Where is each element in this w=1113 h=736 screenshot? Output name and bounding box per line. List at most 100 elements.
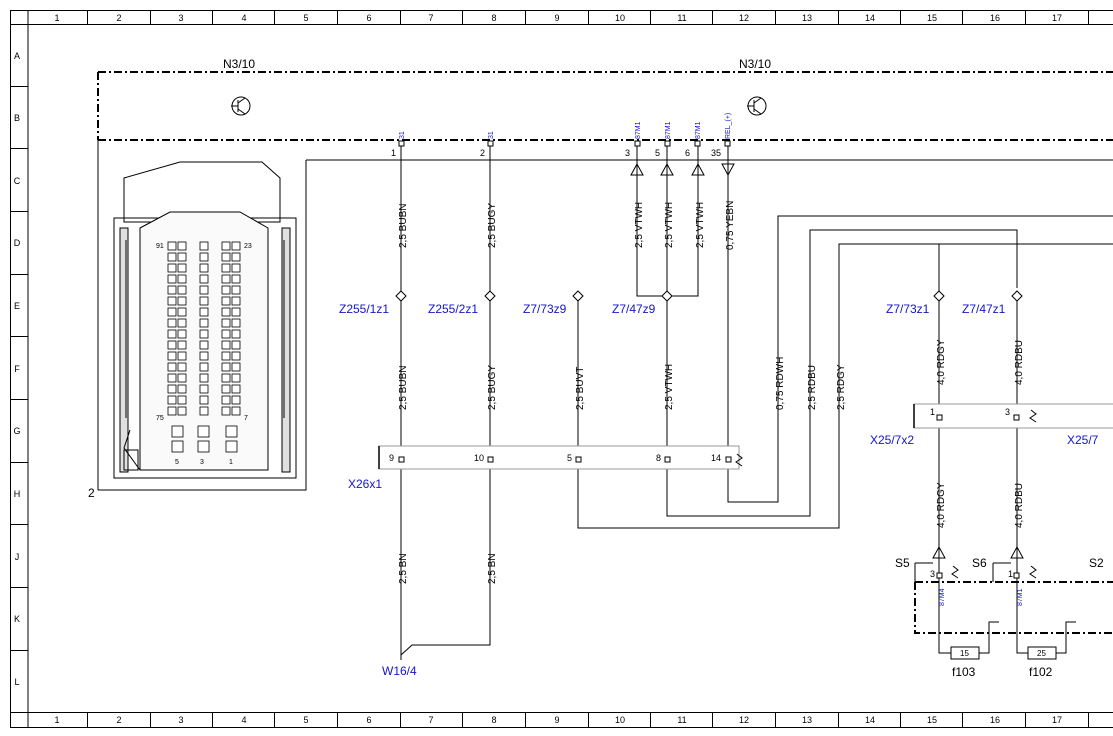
col-label: 2 [116,13,121,23]
col-label: 15 [927,715,937,725]
pin-number: 1 [930,407,935,417]
col-label: 13 [802,715,812,725]
fuse-label: f103 [952,665,976,679]
terminal-name: 31 [488,131,495,139]
col-label: 8 [491,715,496,725]
connector-pin [221,384,231,394]
wire-label: 2,5 VTWH [695,202,706,248]
connector-x26x1: 9 10 5 8 14 [378,445,743,470]
terminal-number: 2 [480,148,485,158]
row-label: K [14,614,20,624]
connector-pin [231,241,241,251]
module-label-right: N3/10 [739,57,771,71]
module-terminals: 1 2 3 5 6 35 31 31 87M1 87M1 87M1 REL_(+… [391,113,732,158]
pin-label: 5 [175,459,179,466]
wire-label: 4,0 RDGY [936,339,947,385]
connector-pin [167,318,177,328]
connector-pin [167,285,177,295]
wire-label: 4,0 RDBU [1014,483,1025,528]
pin-label: 91 [156,243,164,250]
pin-label: 7 [244,415,248,422]
col-label: 10 [615,13,625,23]
pin-label: 75 [156,415,164,422]
connector-pin [221,274,231,284]
col-label: 7 [428,715,433,725]
connector-pin [199,406,209,416]
connector-pin [177,307,187,317]
wire-label: 4,0 RDBU [1014,340,1025,385]
connector-pin [197,440,210,453]
connector-pin [177,285,187,295]
connector-pin [199,384,209,394]
row-label: J [15,552,20,562]
terminal-name: 87M4 [939,588,946,606]
connector-pin [177,296,187,306]
col-label: 13 [802,13,812,23]
col-label: 12 [739,715,749,725]
pin-number: 8 [656,453,661,463]
module-label-left: N3/10 [223,57,255,71]
fuse-f103: 15 f103 [938,621,999,679]
row-label: F [14,364,20,374]
connector-pin [199,318,209,328]
col-label: 11 [677,715,686,725]
col-label: 4 [241,13,246,23]
connector-pin [199,395,209,405]
connector-pin [231,263,241,273]
pin-number: 14 [711,453,721,463]
col-label: 15 [927,13,937,23]
connector-pin [221,340,231,350]
relay-label-s2: S2 [1089,556,1104,570]
connector-pin [225,425,238,438]
connector-pin [221,318,231,328]
wire-label: 2,5 BN [487,553,498,584]
connector-pin [199,263,209,273]
fuse-value: 25 [1037,649,1046,658]
col-label: 2 [116,715,121,725]
splice-label: Z7/73z1 [886,302,930,316]
connector-pin-grid [167,241,241,453]
connector-pin [177,351,187,361]
col-label: 9 [554,715,559,725]
row-grid: A B C D E F G H J K L [10,51,28,687]
wire-label: 4,0 RDGY [936,482,947,528]
col-label: 6 [366,13,371,23]
connector-pin [231,285,241,295]
terminal-number: 35 [711,148,721,158]
connector-pin [231,296,241,306]
connector-pin [221,373,231,383]
connector-pin [221,285,231,295]
connector-pin [231,329,241,339]
row-label: L [14,677,19,687]
pin-number: 3 [930,569,935,579]
splice-label: Z7/47z9 [612,302,656,316]
splice-label: Z255/1z1 [339,302,389,316]
pin-number: 9 [389,453,394,463]
row-label: H [14,489,21,499]
pin-label: 1 [229,459,233,466]
col-label: 8 [491,13,496,23]
row-label: B [14,113,20,123]
connector-pin [177,318,187,328]
splice-label: Z7/47z1 [962,302,1006,316]
connector-pin [199,329,209,339]
splice-labels: Z255/1z1 Z255/2z1 Z7/73z9 Z7/47z9 Z7/73z… [339,302,1006,316]
col-label: 17 [1052,715,1062,725]
wire-label: 2,5 BUVT [575,367,586,410]
ground-label-w16-4: W16/4 [382,664,417,678]
sheet-frame [10,10,1113,728]
col-label: 12 [739,13,749,23]
wire-label: 2,5 VTWH [634,202,645,248]
connector-pin [177,362,187,372]
relay-label-s6: S6 [972,556,987,570]
connector-pin [167,329,177,339]
terminal-name: 87M1 [695,121,702,139]
control-module-n3-10: N3/10 N3/10 [97,57,1113,141]
connector-pin [167,373,177,383]
col-label: 1 [54,715,59,725]
module-ground-wire [97,140,1113,491]
terminal-name: 87M1 [1017,588,1024,606]
col-label: 1 [54,13,59,23]
col-label: 16 [990,715,1000,725]
terminal-number: 3 [625,148,630,158]
